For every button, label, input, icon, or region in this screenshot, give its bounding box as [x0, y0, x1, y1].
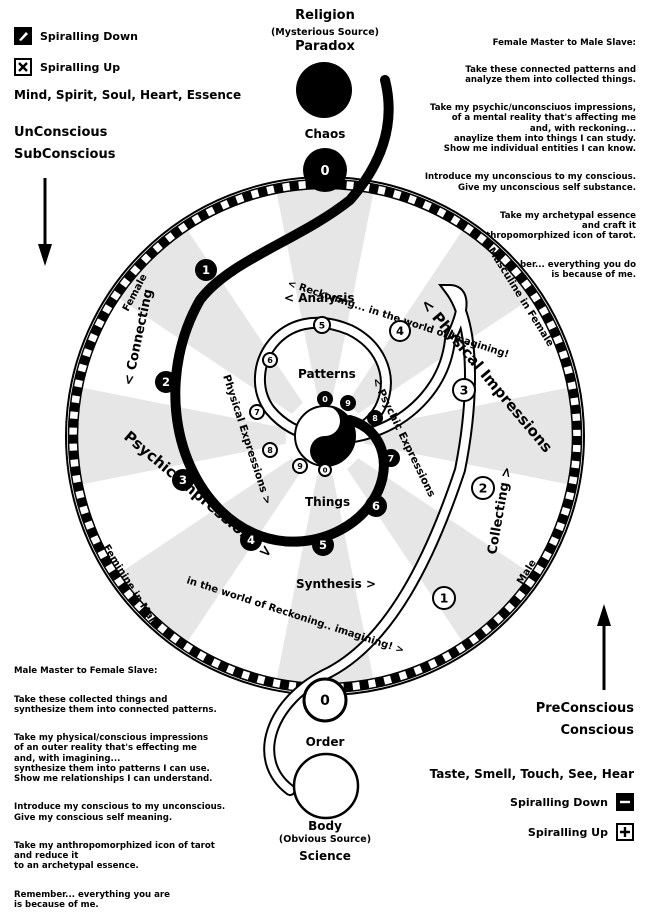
cross-box-icon [14, 58, 32, 76]
subconscious-label: SubConscious [14, 147, 116, 162]
marker-number: 5 [319, 538, 327, 552]
marker-number: 6 [372, 499, 380, 513]
legend-spiral-down-label: Spiralling Down [40, 29, 138, 43]
things-label: Things [305, 495, 350, 509]
black-marker-5: 5 [312, 534, 334, 556]
mysterious-source-label: (Mysterious Source) [270, 27, 380, 38]
science-label: Science [299, 849, 351, 863]
marker-number: 1 [440, 591, 449, 606]
spiral-diagram: Female Masculine in Female Feminine in M… [38, 62, 611, 820]
patterns-label: Patterns [298, 367, 356, 381]
marker-number: 0 [322, 395, 328, 404]
marker-number: 7 [388, 453, 394, 464]
paradox-label: Paradox [295, 39, 355, 54]
black-marker-0: 0 [317, 391, 333, 407]
male-master-text: Male Master to Female Slave: Take these … [14, 666, 226, 911]
legend-spiral-down: Spiralling Down [14, 27, 138, 45]
analysis-label: < Analysis [284, 291, 355, 305]
white-marker-9: 9 [292, 458, 308, 474]
legend-spiral-up: Spiralling Up [14, 58, 120, 76]
minus-box-icon [616, 793, 634, 811]
black-marker-6: 6 [365, 495, 387, 517]
white-marker-4: 4 [389, 320, 411, 342]
yin-yang-icon [294, 405, 356, 467]
black-marker-4: 4 [240, 529, 262, 551]
marker-number: 9 [345, 399, 351, 408]
marker-number: 5 [319, 320, 325, 331]
body-label: Body [308, 819, 342, 833]
wheel-sector [347, 229, 532, 414]
black-marker-9: 9 [340, 395, 356, 411]
down-arrow-icon [38, 178, 52, 266]
white-spiral [254, 283, 476, 820]
wheel-sector [118, 458, 303, 643]
black-marker-7: 7 [382, 449, 400, 467]
black-marker-8: 8 [367, 410, 383, 426]
black-marker-3: 3 [172, 469, 194, 491]
obvious-source-label: (Obvious Source) [278, 834, 372, 845]
zero-bottom-marker: 0 [320, 693, 330, 709]
female-master-text: Female Master to Male Slave: Take these … [424, 38, 636, 281]
marker-number: 8 [267, 446, 273, 455]
marker-number: 8 [372, 414, 378, 423]
white-marker-5: 5 [313, 316, 331, 334]
mind-spirit-label: Mind, Spirit, Soul, Heart, Essence [14, 88, 242, 102]
black-marker-2: 2 [155, 371, 177, 393]
synthesis-label: Synthesis > [296, 577, 376, 591]
legend-bottom-up-label: Spiralling Up [527, 825, 608, 839]
white-marker-1: 1 [432, 586, 456, 610]
order-label: Order [306, 735, 345, 749]
marker-number: 0 [323, 467, 328, 475]
taste-smell-label: Taste, Smell, Touch, See, Hear [429, 767, 634, 781]
wheel-sectors [77, 187, 573, 684]
unconscious-label: UnConscious [14, 125, 108, 140]
white-marker-6: 6 [262, 352, 278, 368]
wheel-sector [276, 187, 374, 397]
black-marker-1: 1 [195, 259, 217, 281]
white-marker-0: 0 [318, 463, 332, 477]
marker-number: 4 [247, 533, 255, 547]
marker-number: 7 [254, 408, 260, 417]
conscious-label: Conscious [560, 723, 634, 738]
religion-label: Religion [295, 8, 355, 23]
up-arrow-icon [597, 604, 611, 690]
marker-number: 4 [396, 324, 404, 338]
marker-number: 3 [460, 383, 469, 398]
wheel-sector [347, 458, 532, 643]
legend-spiral-up-label: Spiralling Up [40, 60, 121, 74]
white-marker-3: 3 [452, 378, 476, 402]
pencil-icon [14, 27, 32, 45]
white-marker-7: 7 [249, 404, 265, 420]
white-marker-8: 8 [262, 442, 278, 458]
marker-number: 1 [202, 263, 210, 277]
marker-number: 2 [162, 375, 170, 389]
white-marker-2: 2 [471, 476, 495, 500]
plus-box-icon [616, 823, 634, 841]
legend-bottom-down-label: Spiralling Down [510, 795, 608, 809]
chaos-label: Chaos [305, 127, 346, 141]
zero-top-marker: 0 [320, 164, 329, 179]
marker-number: 3 [179, 473, 187, 487]
preconscious-label: PreConscious [535, 701, 634, 716]
legend-bottom-spiral-down: Spiralling Down [510, 793, 634, 811]
legend-bottom-spiral-up: Spiralling Up [528, 823, 634, 841]
wheel-sector [276, 475, 374, 684]
marker-number: 2 [479, 481, 488, 496]
marker-number: 6 [267, 356, 273, 365]
marker-number: 9 [297, 462, 303, 471]
number-markers: 1 2 3 4 5 6 7 8 9 0 1 2 3 4 5 6 7 8 9 0 [155, 259, 495, 610]
